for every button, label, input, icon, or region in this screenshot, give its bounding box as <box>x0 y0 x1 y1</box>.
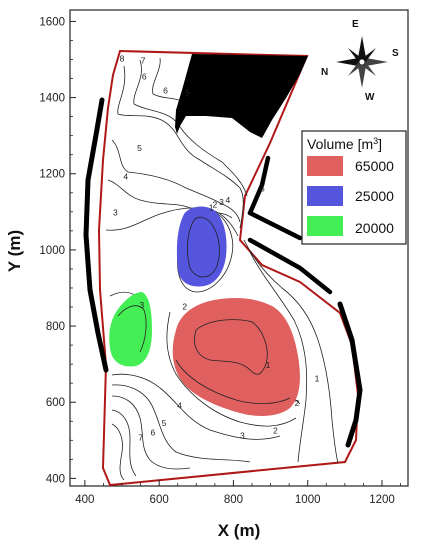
breakwater-west <box>83 97 109 373</box>
compass-needle <box>362 58 388 66</box>
contour-overlay <box>117 216 291 404</box>
contour-label: 4 <box>123 171 128 181</box>
y-tick-label: 1200 <box>39 169 65 181</box>
contour-label: 3 <box>113 208 118 218</box>
breakwater-east-upper-arm <box>247 210 303 241</box>
compass-needle <box>336 58 362 66</box>
contour-label: 1 <box>209 203 214 213</box>
contour-line <box>175 359 291 404</box>
contour-label: 6 <box>142 72 147 82</box>
breakwater-east-mid <box>247 237 333 295</box>
contour-line <box>111 409 137 477</box>
y-axis-title: Y (m) <box>5 230 24 272</box>
contour-label: 1 <box>266 360 271 370</box>
contour-label: 6 <box>163 85 168 95</box>
contour-label: 4 <box>177 400 182 410</box>
legend-label-20000: 20000 <box>355 220 394 236</box>
contour-line <box>117 65 244 229</box>
x-tick-label: 1200 <box>369 494 395 506</box>
x-tick-label: 400 <box>75 494 94 506</box>
contour-label: 1 <box>315 373 320 383</box>
contour-line <box>166 311 297 427</box>
contour-line <box>152 57 187 105</box>
contour-label: 2 <box>212 199 217 209</box>
compass-hub <box>358 58 366 66</box>
contour-label: 5 <box>185 88 190 98</box>
y-tick-label: 1400 <box>39 93 65 105</box>
contour-label: 2 <box>273 425 278 435</box>
contour-line <box>194 319 268 375</box>
legend-title: Volume [m3] <box>307 136 382 152</box>
compass-needle <box>358 36 366 62</box>
legend-swatch-20000 <box>307 216 343 236</box>
contour-label: 5 <box>260 184 265 194</box>
y-axis-ticks: 400 600 800 1000 1200 1400 1600 <box>39 16 76 485</box>
breakwater-east-lower <box>337 301 363 448</box>
y-tick-label: 400 <box>46 473 65 485</box>
legend-swatch-25000 <box>307 186 343 206</box>
contour-line <box>243 239 339 464</box>
compass-label-s: S <box>392 48 399 59</box>
contour-label: 8 <box>120 53 125 63</box>
contour-label: 5 <box>162 418 167 428</box>
contour-label: 3 <box>240 430 245 440</box>
contour-label: 7 <box>138 432 143 442</box>
contour-label: 2 <box>295 398 300 408</box>
legend-swatch-65000 <box>307 156 343 176</box>
x-tick-label: 600 <box>150 494 169 506</box>
land-area <box>175 54 308 138</box>
plot-frame <box>69 9 409 487</box>
contour-line <box>105 207 239 237</box>
contour-label: 2 <box>182 302 187 312</box>
contour-line <box>249 251 308 463</box>
x-axis-ticks: 400 600 800 1000 1200 <box>75 480 401 506</box>
contour-label: 5 <box>137 143 142 153</box>
legend-label-65000: 65000 <box>355 158 394 174</box>
contour-label: 3 <box>219 197 224 207</box>
y-tick-label: 1600 <box>39 16 65 28</box>
compass-label-e: E <box>352 19 359 30</box>
legend-title-end: ] <box>378 136 382 152</box>
zone-20000 <box>109 292 152 367</box>
contour-label: 3 <box>139 300 144 310</box>
breakwaters <box>83 97 363 448</box>
zone-65000 <box>172 298 300 416</box>
contour-label: 4 <box>225 195 230 205</box>
contour-line <box>186 216 220 278</box>
contour-label: 6 <box>150 428 155 438</box>
compass-rose: E S W N <box>321 19 399 103</box>
contour-line <box>111 395 191 470</box>
x-tick-label: 1000 <box>295 494 321 506</box>
contour-line <box>111 423 125 481</box>
x-axis-title: X (m) <box>218 521 261 540</box>
compass-label-w: W <box>365 92 375 103</box>
contour-line <box>111 373 281 440</box>
legend-title-main: Volume [m <box>307 136 373 152</box>
x-tick-label: 800 <box>224 494 243 506</box>
domain-boundary <box>97 49 360 487</box>
contour-line <box>117 305 147 353</box>
contour-line <box>111 384 251 463</box>
compass-needle <box>358 62 366 88</box>
legend: Volume [m3] 65000 25000 20000 <box>301 130 407 245</box>
y-tick-label: 1000 <box>39 245 65 257</box>
compass-label-n: N <box>321 67 328 78</box>
breakwater-east-upper <box>247 155 271 216</box>
contour-label: 7 <box>141 55 146 65</box>
y-tick-label: 800 <box>46 321 65 333</box>
y-tick-label: 600 <box>46 397 65 409</box>
legend-label-25000: 25000 <box>355 188 394 204</box>
legend-title-sup: 3 <box>373 136 378 146</box>
contour-line <box>111 139 241 223</box>
